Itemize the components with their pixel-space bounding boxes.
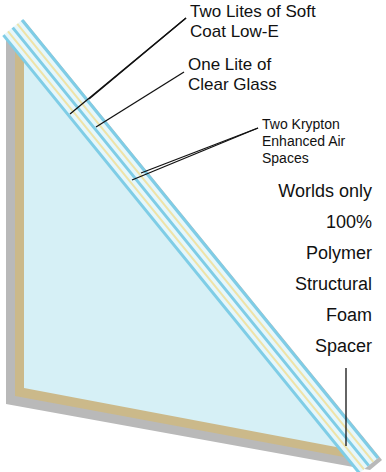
- air-space: [3, 20, 378, 472]
- leader-line: [96, 72, 184, 127]
- glass-stack: [3, 20, 378, 472]
- callout-label: One Lite of Clear Glass: [188, 55, 288, 95]
- leader-line: [345, 368, 346, 446]
- callout-label: Two Lites of Soft Coat Low-E: [190, 2, 340, 42]
- leader-line: [132, 128, 258, 180]
- callout-label: Two Krypton Enhanced Air Spaces: [262, 116, 357, 167]
- leader-line: [70, 18, 186, 114]
- glass-lite: [22, 20, 378, 458]
- leader-lines: [70, 18, 346, 446]
- foam-spacer: [17, 24, 373, 462]
- callout-label: Worlds only 100% Polymer Structural Foam…: [272, 176, 372, 362]
